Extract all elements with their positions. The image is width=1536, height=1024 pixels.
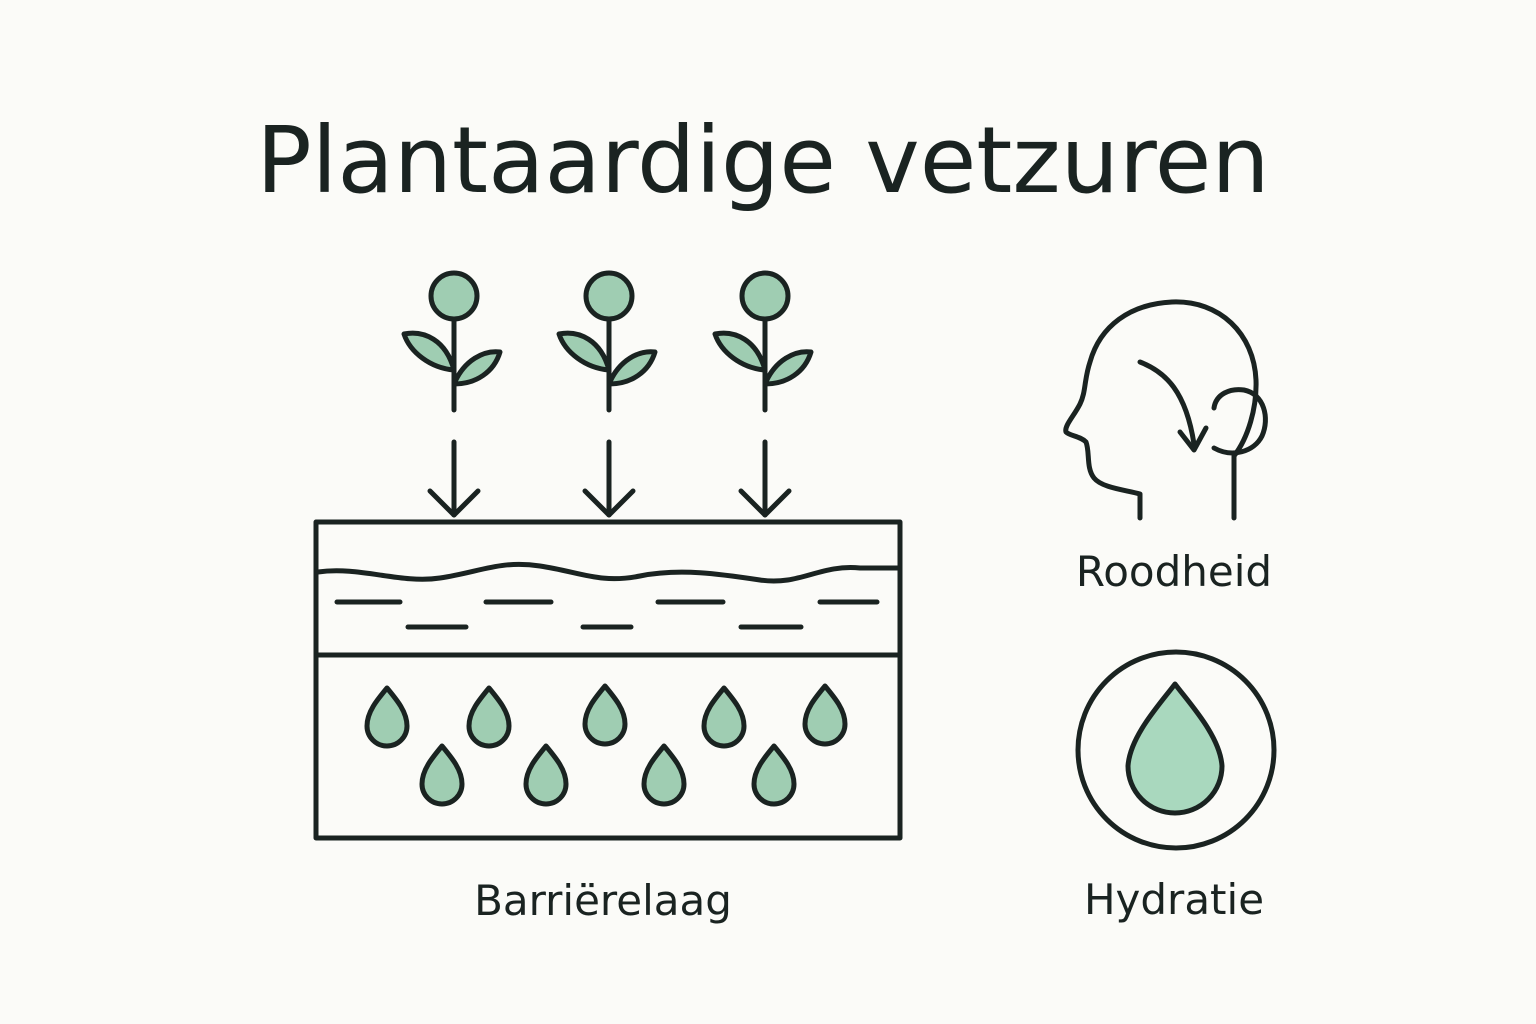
skin-box [313,519,903,841]
water-drop-icon [523,743,569,807]
hydration-icon [1075,649,1277,851]
plant-icon [712,270,814,413]
arrows-group [427,439,792,518]
head-profile-icon [1063,299,1268,521]
hydration-label: Hydratie [1084,875,1264,924]
skin-surface-wave [315,561,901,584]
water-drop-icon [802,683,848,747]
arrow-down-icon [582,439,636,518]
water-drop-icon [701,685,747,749]
arrow-down-icon [427,439,481,518]
water-drop-icon [466,685,512,749]
page-title: Plantaardige vetzuren [256,107,1269,214]
water-drop-icon [364,685,410,749]
water-drop-icon [419,743,465,807]
plants-group [401,270,814,413]
barrier-label: Barriërelaag [474,876,732,925]
water-drop-icon [582,683,628,747]
water-drop-icon [641,743,687,807]
water-drop-icon [1125,681,1225,816]
arrow-down-icon [738,439,792,518]
plant-icon [556,270,658,413]
skin-barrier-diagram [313,519,903,841]
redness-label: Roodheid [1076,547,1272,596]
water-droplets [364,683,848,807]
plant-icon [401,270,503,413]
skin-layer-dashes [334,599,880,630]
water-drop-icon [751,743,797,807]
